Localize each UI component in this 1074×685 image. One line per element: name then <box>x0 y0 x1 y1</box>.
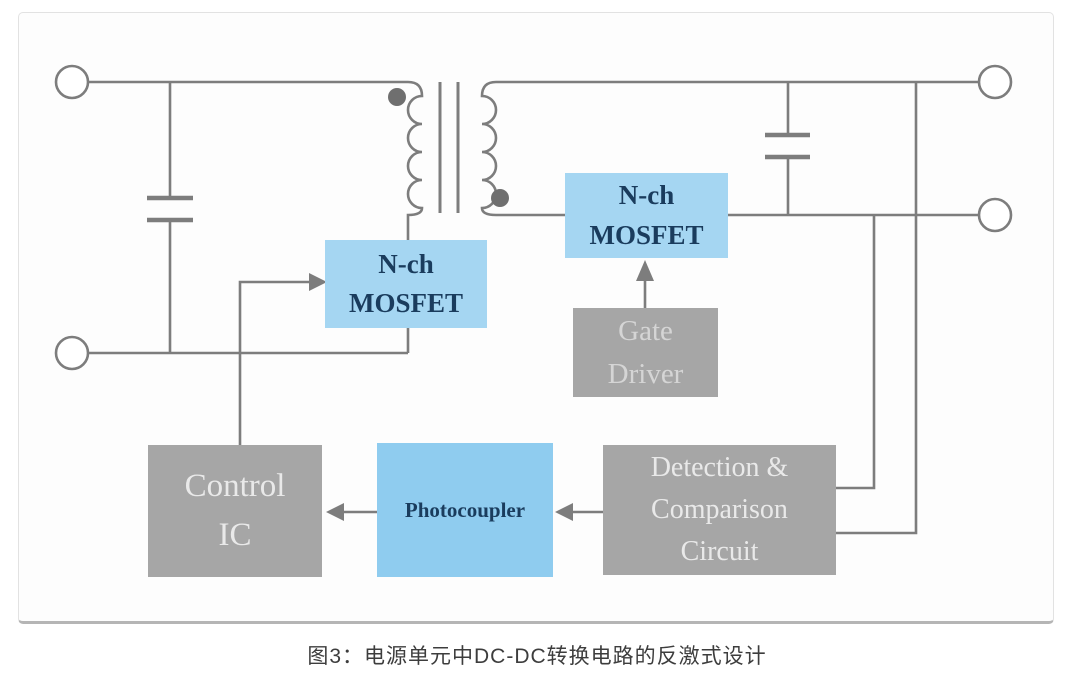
input-terminal-top-icon <box>54 64 90 100</box>
control-gate-wire <box>238 280 309 445</box>
secondary-polarity-dot-icon <box>491 189 509 207</box>
photocoupler-arrowhead-icon <box>555 503 573 521</box>
gate-driver-label-line2: Driver <box>607 357 684 390</box>
transformer-secondary-winding <box>480 80 979 217</box>
control-ic-block: Control IC <box>148 445 322 577</box>
primary-mosfet-label-line2: MOSFET <box>348 288 463 318</box>
input-terminal-bottom-icon <box>54 335 90 371</box>
sense-wire-lower-rail <box>836 215 876 490</box>
primary-polarity-dot-icon <box>388 88 406 106</box>
gate-driver-label-line1: Gate <box>618 315 673 348</box>
detection-label-line1: Detection & <box>650 452 789 483</box>
output-terminal-top-icon <box>977 64 1013 100</box>
secondary-mosfet-block: N-ch MOSFET <box>565 173 728 258</box>
sense-wire-upper-rail <box>836 82 918 535</box>
primary-mosfet-block: N-ch MOSFET <box>325 240 487 328</box>
photocoupler-label: Photocoupler <box>404 497 526 522</box>
detection-label-line3: Circuit <box>680 536 759 567</box>
photocoupler-block: Photocoupler <box>377 443 553 577</box>
primary-mosfet-label-line1: N-ch <box>378 248 434 279</box>
control-ic-label-line2: IC <box>218 517 252 553</box>
gate-arrowhead-icon <box>309 273 327 291</box>
gate-driver-arrowhead-icon <box>636 260 654 281</box>
secondary-mosfet-label-line1: N-ch <box>618 180 675 211</box>
figure-caption: 图3：电源单元中DC-DC转换电路的反激式设计 <box>307 645 767 668</box>
gate-driver-block: Gate Driver <box>573 308 718 397</box>
detection-label-line2: Comparison <box>651 494 788 525</box>
secondary-mosfet-label-line2: MOSFET <box>589 219 704 250</box>
control-ic-arrowhead-icon <box>326 503 344 521</box>
control-ic-label-line1: Control <box>184 467 286 504</box>
transformer-primary-winding <box>88 80 424 240</box>
detection-comparison-block: Detection & Comparison Circuit <box>603 445 836 575</box>
output-terminal-bottom-icon <box>977 197 1013 233</box>
